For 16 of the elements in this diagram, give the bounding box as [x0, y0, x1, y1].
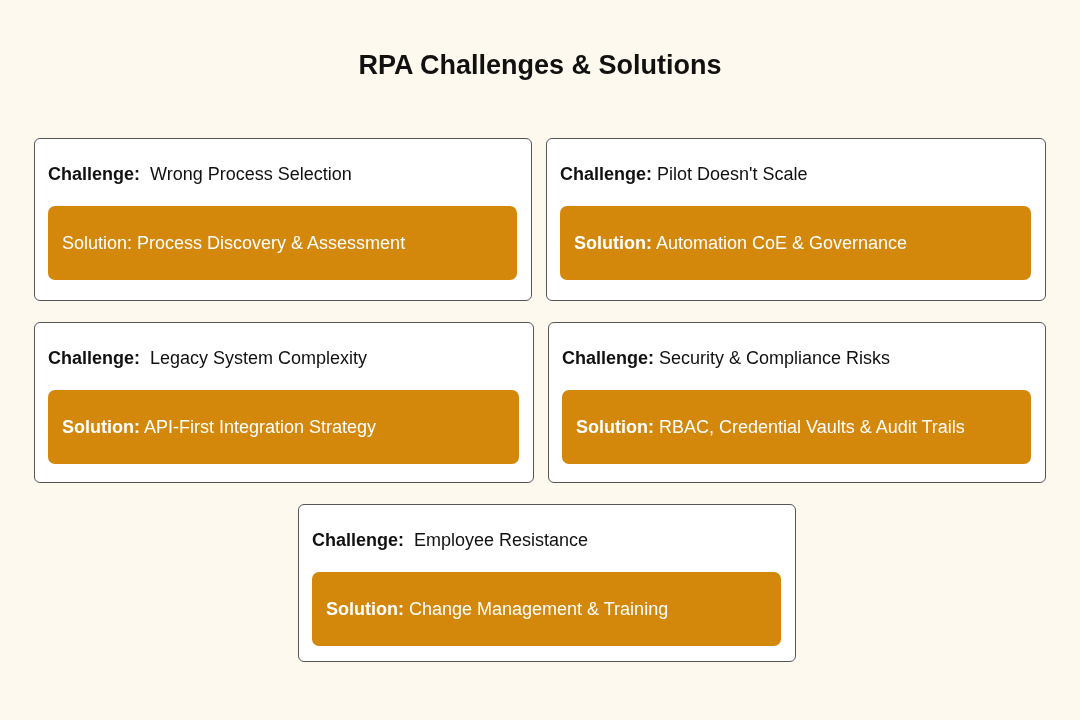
challenge-card: [546, 138, 1046, 301]
challenge-card: [34, 138, 532, 301]
challenge-heading: Challenge: Wrong Process Selection: [48, 164, 352, 185]
solution-box: Solution: Automation CoE & Governance: [560, 206, 1031, 280]
challenge-heading: Challenge: Legacy System Complexity: [48, 348, 368, 369]
challenge-card: [298, 504, 796, 662]
challenge-heading: Challenge: Employee Resistance: [312, 530, 589, 551]
challenge-heading: Challenge: Pilot Doesn't Scale: [560, 164, 808, 185]
challenge-card: [34, 322, 534, 483]
solution-box: Solution: RBAC, Credential Vaults & Audit Trails: [562, 390, 1031, 464]
diagram-title: RPA Challenges & Solutions: [357, 50, 723, 81]
challenge-heading: Challenge: Security & Compliance Risks: [562, 348, 891, 369]
challenge-card: [548, 322, 1046, 483]
solution-box: Solution: Process Discovery & Assessment: [48, 206, 517, 280]
solution-box: Solution: API-First Integration Strategy: [48, 390, 519, 464]
solution-box: Solution: Change Management & Training: [312, 572, 781, 646]
